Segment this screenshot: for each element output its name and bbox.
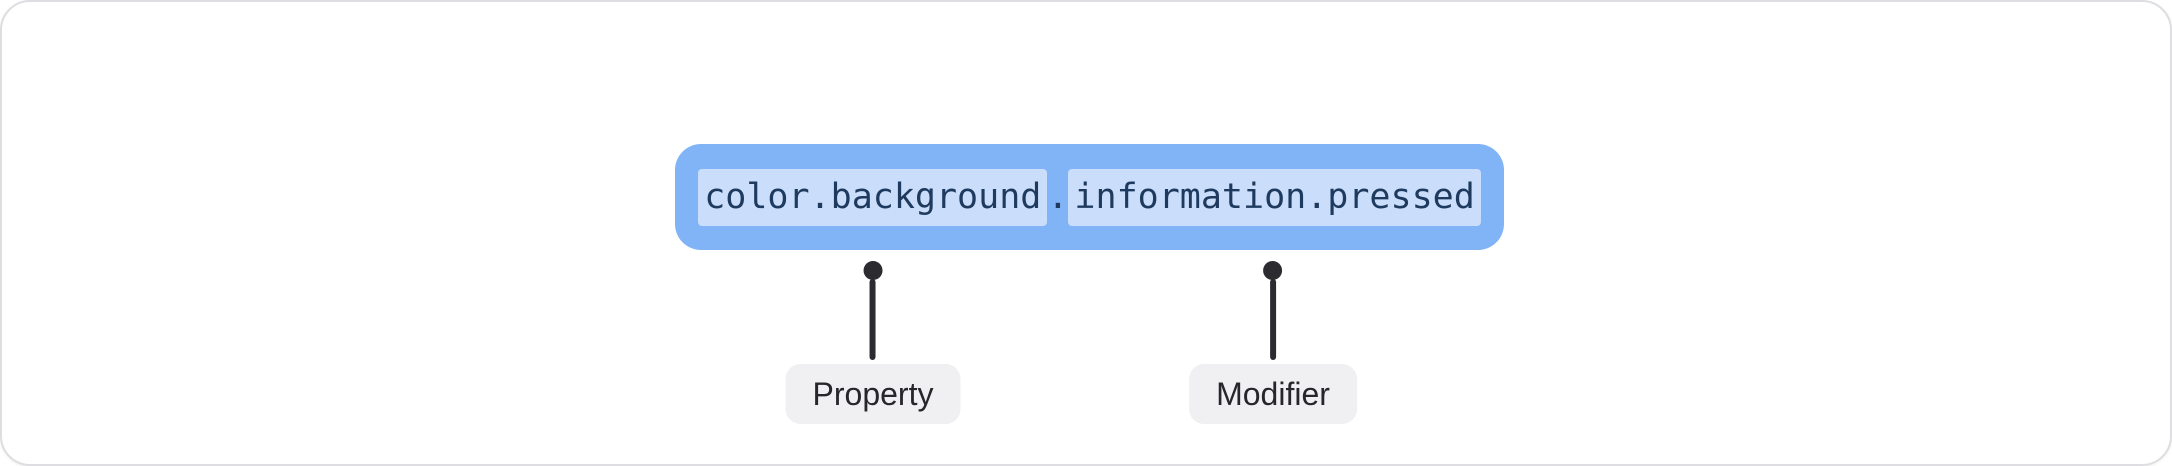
token-property-segment: color.background bbox=[698, 168, 1048, 226]
token-modifier-segment: information.pressed bbox=[1068, 168, 1481, 226]
callout-line bbox=[1270, 279, 1276, 360]
callout-dot bbox=[863, 261, 883, 280]
callout-dot bbox=[1263, 261, 1283, 280]
property-label: Property bbox=[785, 364, 961, 424]
property-callout: Property bbox=[785, 261, 961, 424]
modifier-callout: Modifier bbox=[1189, 261, 1357, 424]
modifier-label: Modifier bbox=[1189, 364, 1357, 424]
token-name-box: color.background . information.pressed bbox=[675, 144, 1504, 250]
callout-line bbox=[870, 279, 876, 360]
token-separator: . bbox=[1047, 176, 1069, 217]
